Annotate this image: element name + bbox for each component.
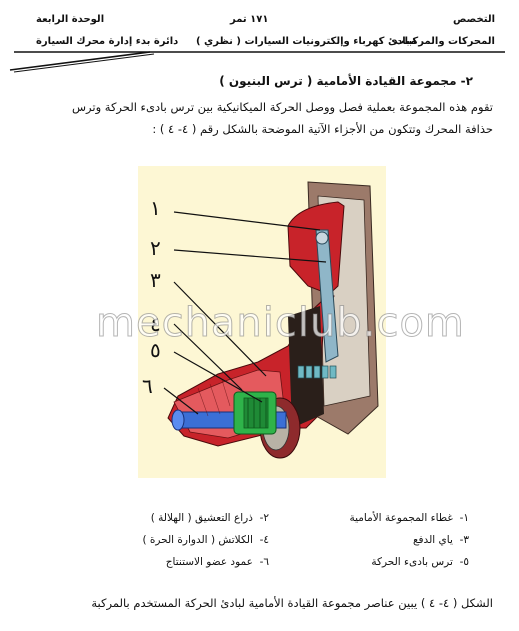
specialty-label: التخصص (453, 14, 495, 25)
course-title: مبادئ كهرباء وإلكترونيات السيارات ( نظري… (196, 36, 417, 47)
part-4: ٤- الكلاتش ( الدوارة الحرة ) (142, 534, 269, 546)
section-heading: ٢- مجموعة القيادة الأمامية ( ترس البنيون… (219, 74, 473, 88)
starter-drive-diagram (163, 181, 379, 459)
course-code: ١٧١ تمر (230, 14, 269, 25)
specialty-value: المحركات والمركبات (394, 36, 495, 47)
unit-title: دائرة بدء إدارة محرك السيارة (36, 36, 179, 47)
leader-3 (173, 281, 267, 377)
callout-5: ٥ (150, 338, 161, 362)
part-1: ١- غطاء المجموعة الأمامية (349, 512, 469, 524)
figure-caption: الشكل ( ٤- ٤ ) يبين عناصر مجموعة القيادة… (91, 596, 493, 610)
paragraph-line-2: حذافة المحرك وتتكون من الأجزاء الآتية ال… (152, 122, 493, 136)
unit-label: الوحدة الرابعة (36, 14, 105, 25)
paragraph-line-1: تقوم هذه المجموعة بعملية فصل ووصل الحركة… (72, 100, 493, 114)
callout-3: ٣ (150, 268, 161, 292)
leader-1 (173, 211, 321, 231)
leader-6 (163, 387, 199, 415)
callout-1: ١ (150, 196, 161, 220)
header-rule (9, 51, 505, 73)
part-5: ٥- ترس بادىء الحركة (371, 556, 469, 568)
part-2: ٢- ذراع التعشيق ( الهلالة ) (150, 512, 269, 524)
figure-panel: ١ ٢ ٣ ٤ ٥ ٦ (138, 166, 386, 478)
leader-4 (173, 323, 243, 391)
callout-6: ٦ (142, 374, 153, 398)
part-6: ٦- عمود عضو الاستنتاج (165, 556, 269, 568)
part-3: ٣- ياي الدفع (412, 534, 469, 546)
leader-2 (173, 249, 327, 263)
watermark: mechaniclub.com (96, 300, 465, 347)
callout-4: ٤ (150, 312, 161, 336)
leader-5 (173, 351, 263, 403)
callout-2: ٢ (150, 236, 161, 260)
